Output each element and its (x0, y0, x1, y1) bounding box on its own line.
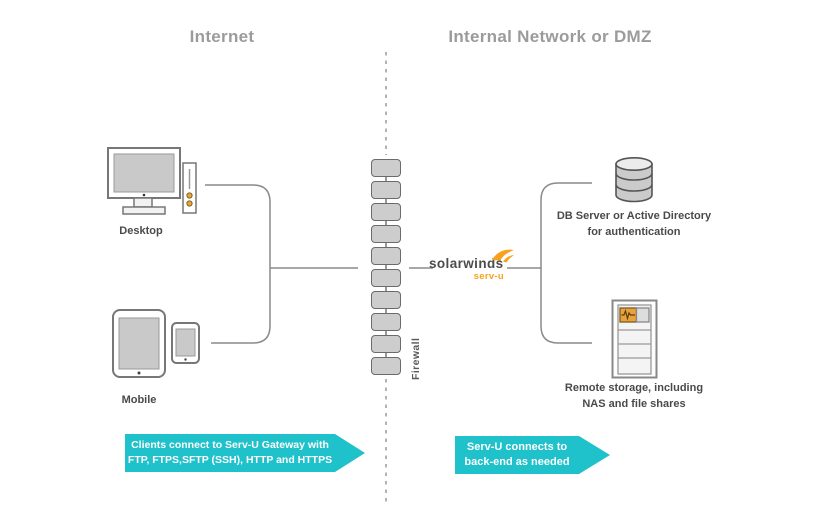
servu-product-name: serv-u (473, 271, 504, 282)
mobile-icon (112, 309, 200, 378)
clients-bracket-line (205, 184, 271, 344)
clients-banner-line2: FTP, FTPS,SFTP (SSH), HTTP and HTTPS (127, 454, 333, 466)
internal-network-heading: Internal Network or DMZ (448, 27, 652, 46)
firewall-brick (371, 203, 401, 221)
firewall-brick (371, 291, 401, 309)
firewall-label: Firewall (410, 337, 422, 380)
firewall-brick (371, 269, 401, 287)
firewall (371, 159, 401, 375)
db-server-label: DB Server or Active Directory for authen… (524, 209, 744, 241)
storage-server-icon (611, 299, 658, 379)
solarwinds-swirl-icon (492, 249, 514, 263)
firewall-brick (371, 159, 401, 177)
clients-connect-banner: Clients connect to Serv-U Gateway with F… (125, 434, 365, 472)
remote-storage-label: Remote storage, including NAS and file s… (524, 381, 744, 413)
firewall-brick (371, 357, 401, 375)
internet-heading: Internet (189, 27, 255, 46)
firewall-brick (371, 225, 401, 243)
db-server-label-line2: for authentication (587, 225, 681, 238)
servu-banner-line1: Serv-U connects to (466, 440, 568, 453)
firewall-brick (371, 181, 401, 199)
firewall-brick (371, 313, 401, 331)
servu-connects-banner: Serv-U connects to back-end as needed (455, 436, 610, 474)
firewall-brick (371, 335, 401, 353)
remote-storage-label-line2: NAS and file shares (582, 397, 686, 410)
desktop-label: Desktop (119, 225, 163, 237)
servu-banner-line2: back-end as needed (464, 456, 570, 468)
solarwinds-wordmark: solarwinds (429, 256, 504, 271)
mobile-label: Mobile (121, 394, 157, 406)
solarwinds-servu-logo: solarwinds serv-u (429, 249, 514, 282)
remote-storage-label-line1: Remote storage, including (564, 382, 704, 394)
clients-banner-line1: Clients connect to Serv-U Gateway with (131, 439, 329, 452)
firewall-brick (371, 247, 401, 265)
db-server-label-line1: DB Server or Active Directory (556, 210, 712, 222)
desktop-icon (107, 147, 197, 215)
database-icon (615, 157, 653, 203)
backend-bracket-line (540, 182, 592, 344)
